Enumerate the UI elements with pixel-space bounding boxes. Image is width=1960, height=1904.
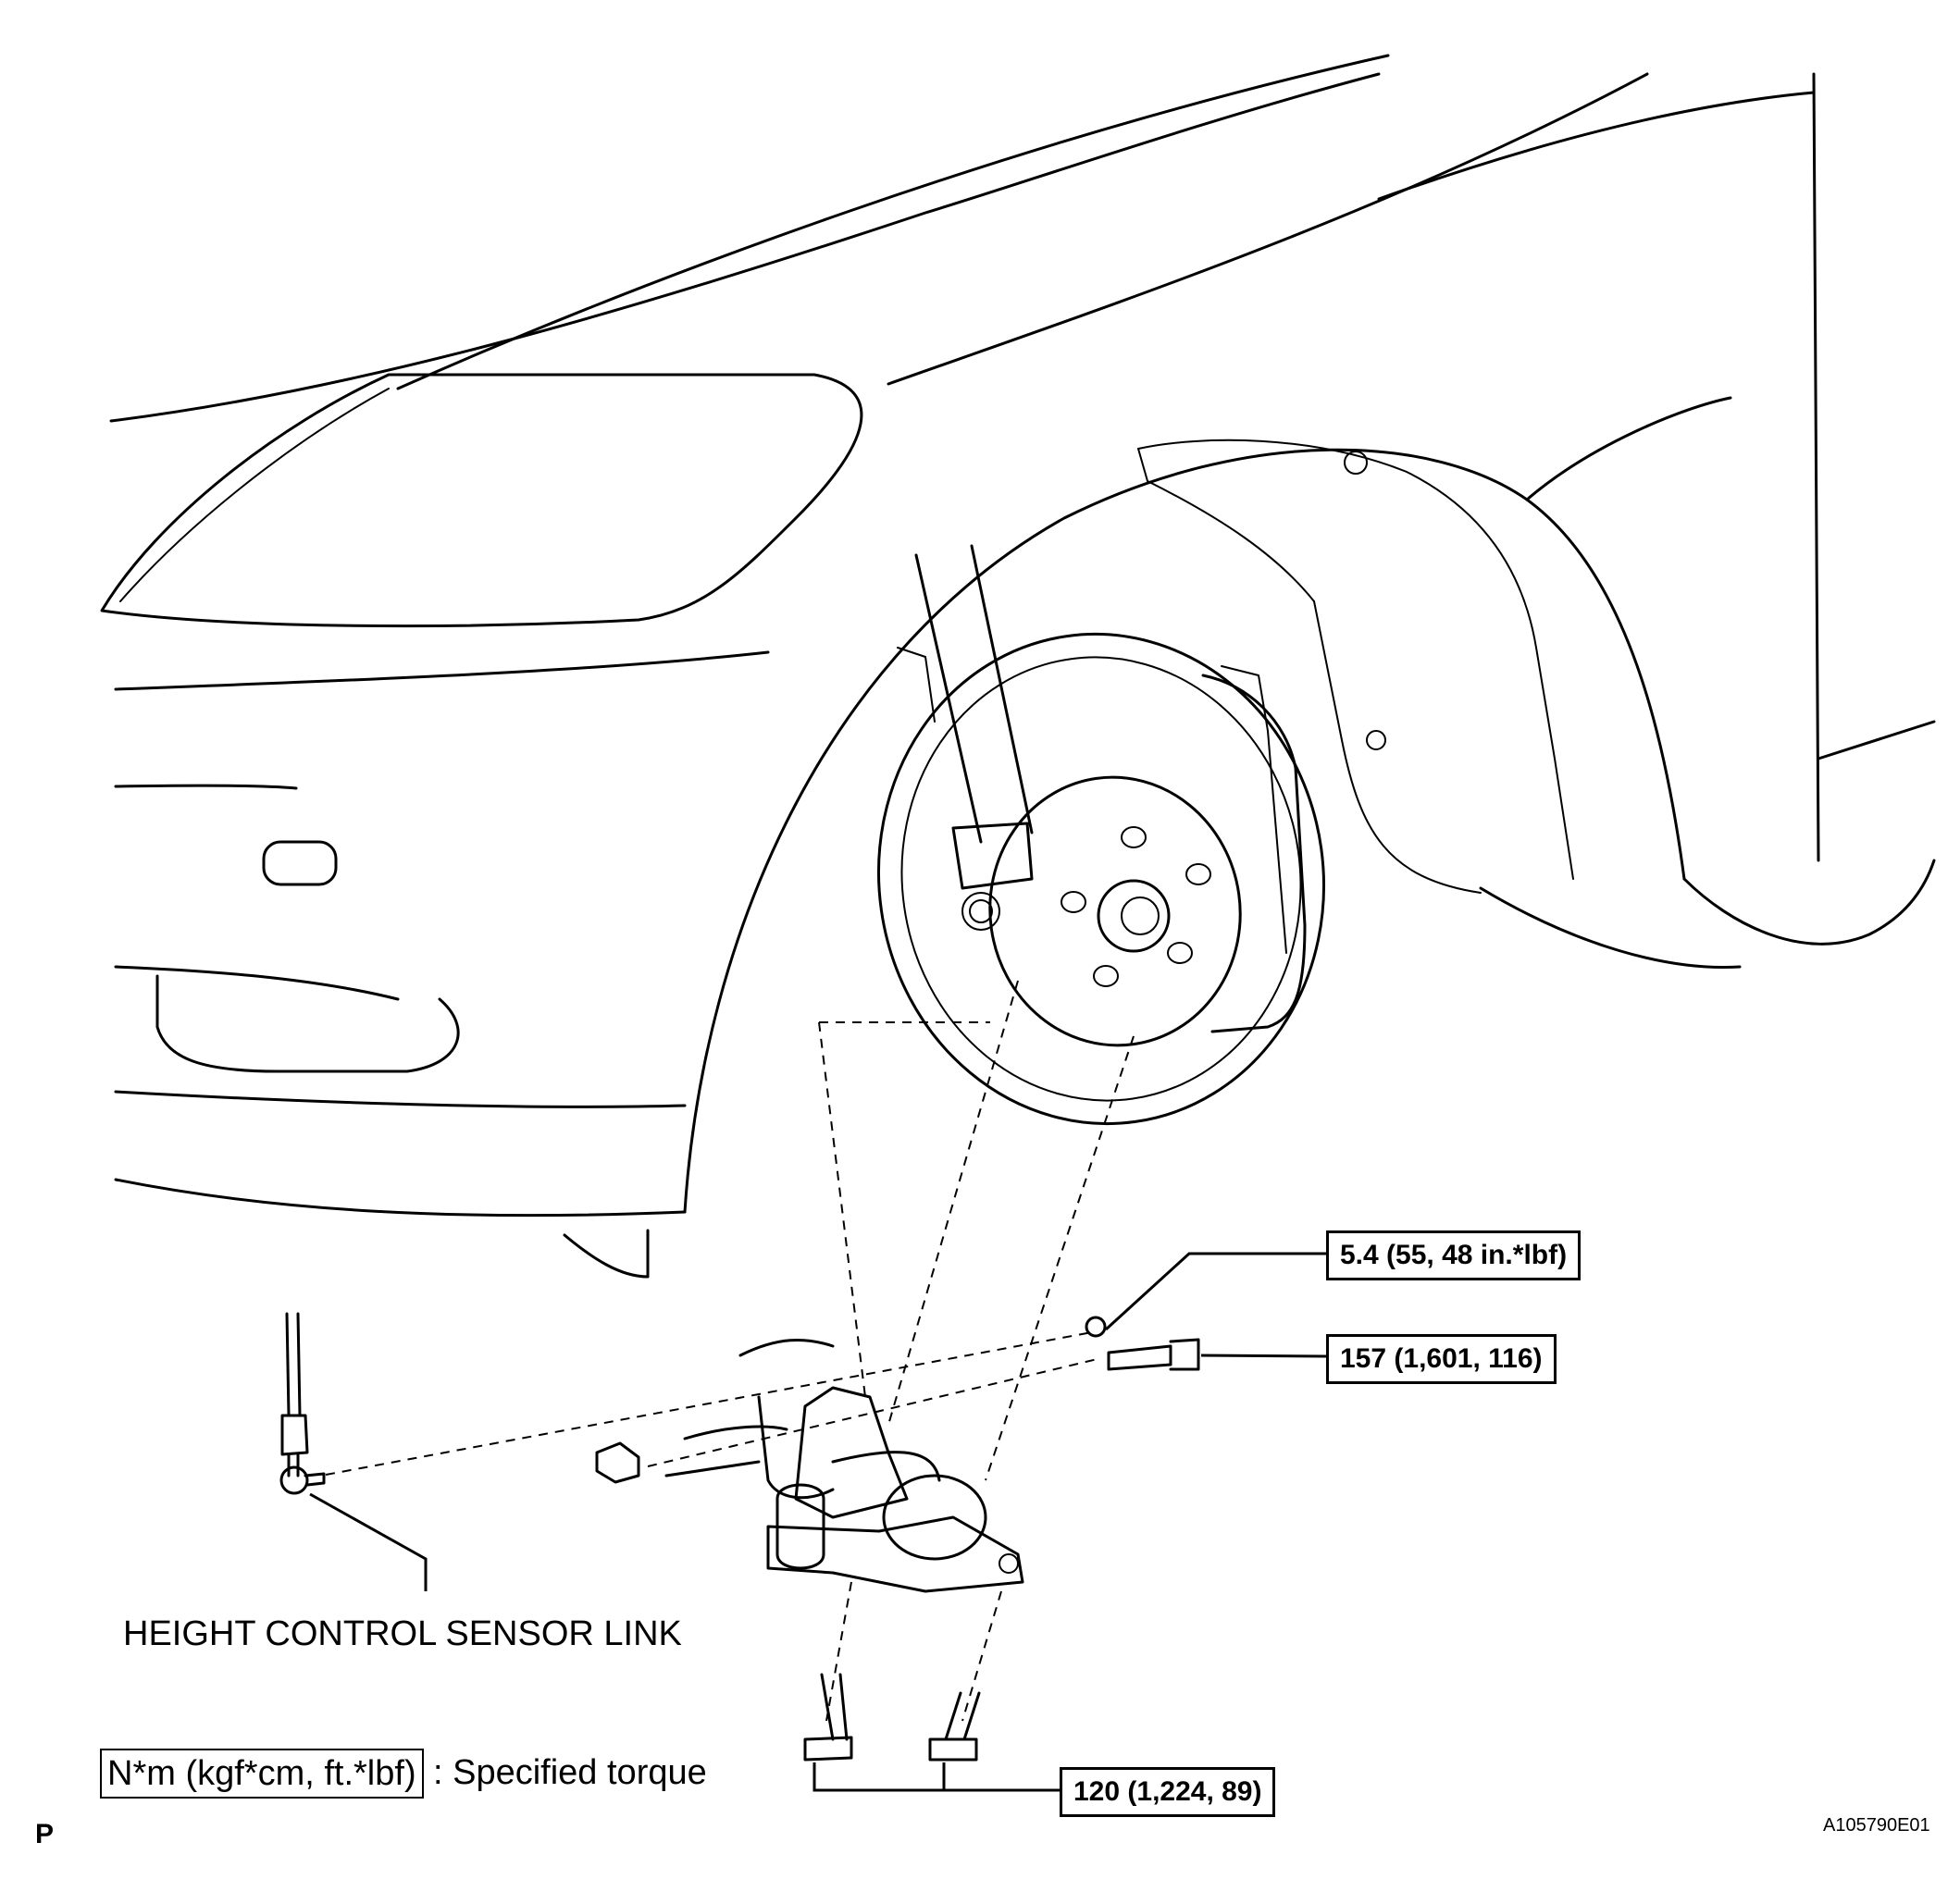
height-control-sensor-link-drawing: [279, 1312, 326, 1495]
legend-unit-box: N*m (kgf*cm, ft.*lbf): [100, 1749, 424, 1799]
dashed-alignment-lines: [325, 980, 1135, 1722]
ball-joint-assembly: [595, 1339, 1024, 1593]
legend-description: : Specified torque: [433, 1753, 707, 1792]
corner-mark: P: [35, 1819, 55, 1849]
torque-callout-nut: 5.4 (55, 48 in.*lbf): [1326, 1230, 1582, 1280]
height-control-sensor-link-label: HEIGHT CONTROL SENSOR LINK: [123, 1614, 682, 1653]
figure-id: A105790E01: [1823, 1815, 1930, 1836]
torque-callout-bolt-horizontal: 157 (1,601, 116): [1326, 1334, 1557, 1384]
leader-lines: [309, 1252, 1327, 1792]
fasteners: [803, 1316, 1200, 1762]
torque-callout-bolts-vertical: 120 (1,224, 89): [1060, 1767, 1276, 1817]
car-body-outline: [100, 54, 1936, 1279]
